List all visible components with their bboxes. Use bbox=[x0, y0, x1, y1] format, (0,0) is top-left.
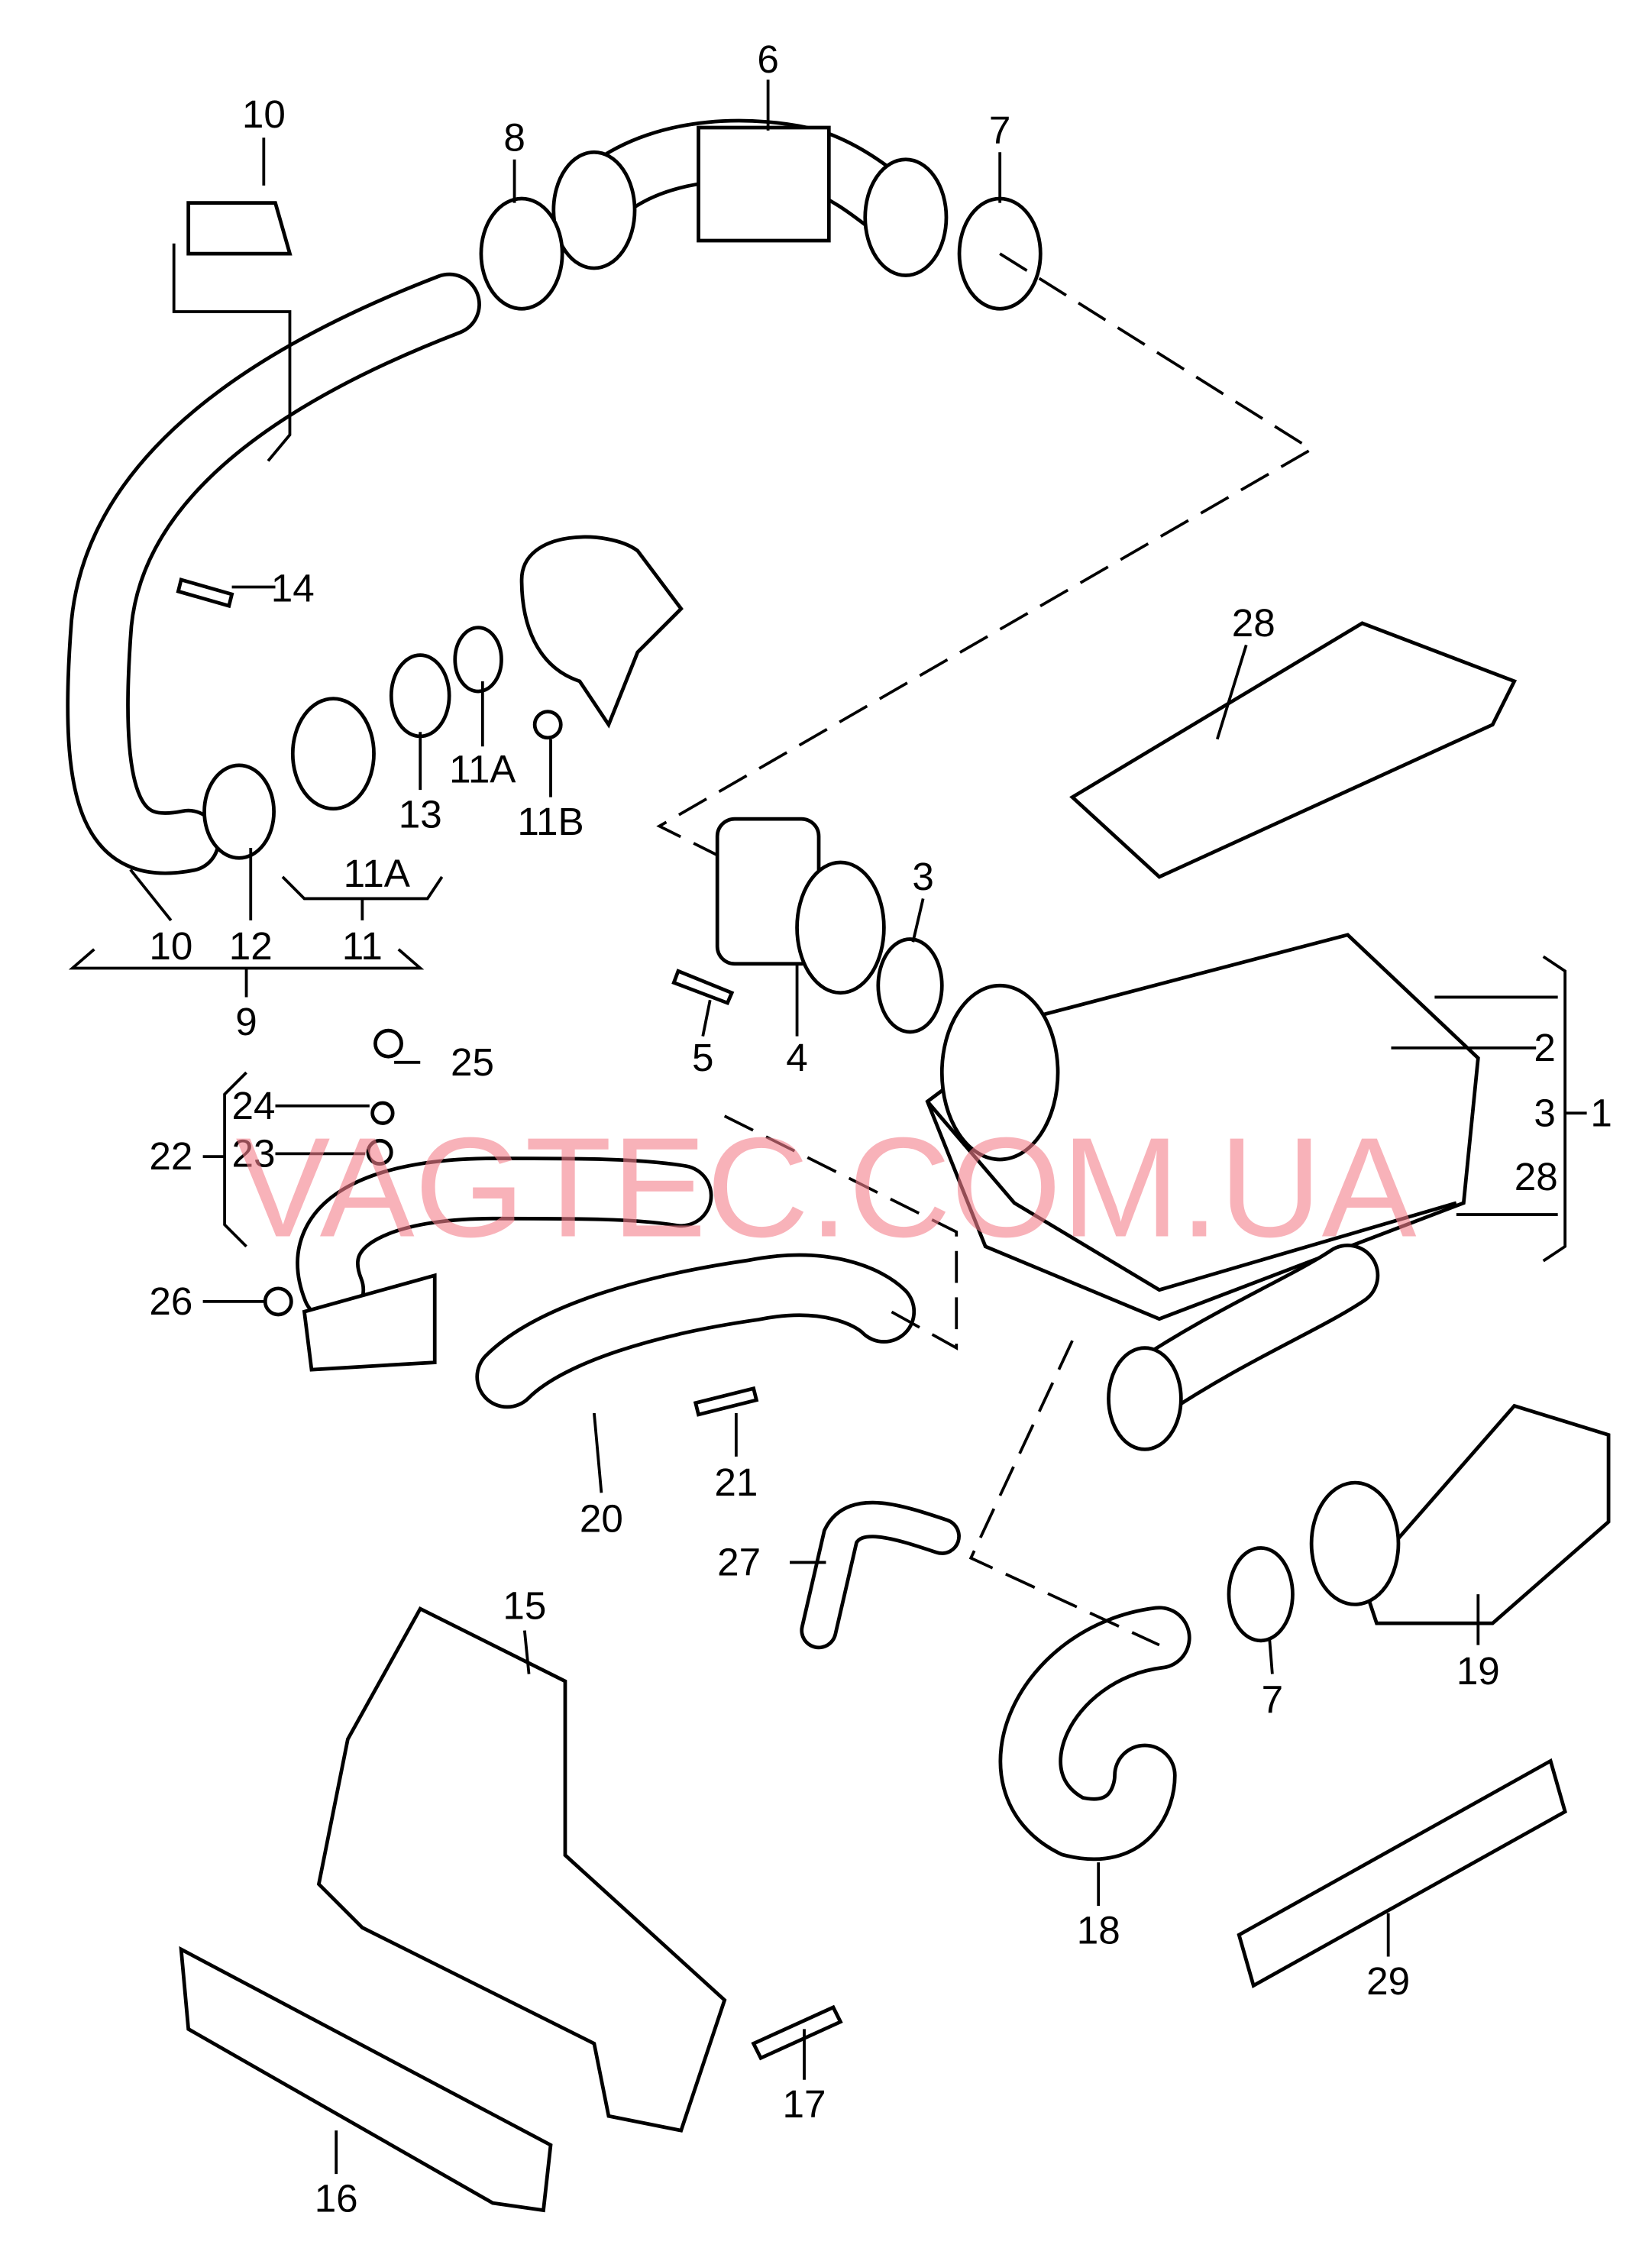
label-1: 1 bbox=[1590, 1091, 1612, 1134]
label-11b: 11B bbox=[517, 800, 584, 843]
clamp-12 bbox=[202, 763, 276, 860]
label-7: 7 bbox=[989, 108, 1011, 152]
label-10b: 10 bbox=[149, 924, 192, 968]
bolt-17 bbox=[751, 2004, 843, 2061]
screw-25 bbox=[373, 1028, 403, 1059]
gasket-29 bbox=[1237, 1758, 1567, 1988]
clamp-7b bbox=[1227, 1546, 1295, 1643]
clamp-13 bbox=[389, 653, 451, 739]
washer-24 bbox=[370, 1101, 395, 1125]
label-27: 27 bbox=[717, 1540, 761, 1583]
label-20: 20 bbox=[580, 1497, 623, 1541]
clamp-8 bbox=[479, 196, 564, 311]
label-28b: 28 bbox=[1515, 1155, 1558, 1198]
label-23: 23 bbox=[232, 1131, 276, 1175]
o-ring-11a bbox=[453, 626, 503, 694]
label-17: 17 bbox=[783, 2082, 826, 2126]
air-duct-inlet bbox=[1309, 1480, 1401, 1606]
label-25: 25 bbox=[451, 1040, 494, 1084]
label-11: 11 bbox=[342, 924, 383, 968]
corrugated-hose-6 bbox=[551, 118, 949, 277]
label-13: 13 bbox=[399, 792, 442, 836]
label-21: 21 bbox=[714, 1460, 758, 1504]
o-ring-3 bbox=[876, 937, 944, 1034]
sensor-10 bbox=[186, 201, 293, 256]
bend-hose-18 bbox=[998, 1606, 1191, 1862]
label-7b: 7 bbox=[1262, 1678, 1284, 1722]
label-16: 16 bbox=[315, 2176, 358, 2220]
label-5: 5 bbox=[692, 1036, 714, 1079]
connector-11a bbox=[290, 697, 376, 811]
air-filter-housing-1 bbox=[925, 933, 1480, 1321]
label-8: 8 bbox=[503, 115, 525, 159]
leader-lines bbox=[68, 79, 1587, 2175]
label-15: 15 bbox=[503, 1583, 546, 1627]
label-29: 29 bbox=[1366, 1959, 1410, 2003]
grommet-23 bbox=[366, 1138, 393, 1166]
label-11a: 11A bbox=[449, 748, 516, 791]
bolt-14 bbox=[176, 577, 234, 609]
intake-manifold-15 bbox=[316, 1606, 727, 2133]
turbo-connector bbox=[519, 535, 684, 729]
label-12: 12 bbox=[229, 924, 273, 968]
label-3: 3 bbox=[912, 855, 934, 898]
label-11a-group: 11A bbox=[344, 852, 411, 895]
label-4: 4 bbox=[786, 1036, 808, 1079]
label-26: 26 bbox=[149, 1279, 192, 1323]
label-10: 10 bbox=[242, 92, 286, 136]
breather-hose-22 bbox=[296, 1156, 713, 1322]
bolt-21 bbox=[693, 1386, 759, 1417]
label-24: 24 bbox=[232, 1084, 276, 1127]
label-28: 28 bbox=[1232, 601, 1275, 645]
watermark: VAGTEC.COM.UA bbox=[235, 1109, 1416, 1267]
pipe-27 bbox=[800, 1500, 961, 1650]
label-2: 2 bbox=[1534, 1026, 1556, 1069]
label-6: 6 bbox=[757, 37, 779, 81]
label-22: 22 bbox=[149, 1134, 192, 1178]
nut-26 bbox=[263, 1286, 293, 1317]
label-18: 18 bbox=[1077, 1908, 1120, 1952]
label-3b: 3 bbox=[1534, 1091, 1556, 1134]
air-duct-19 bbox=[1359, 1403, 1611, 1625]
manifold-gasket-16 bbox=[179, 1946, 553, 2213]
plug-11b bbox=[532, 710, 563, 740]
air-filter-cover-28 bbox=[1069, 621, 1518, 879]
part-labels: 6 8 7 10 14 28 11A 11B 13 12 11A 11 10 9… bbox=[149, 37, 1612, 2221]
label-14: 14 bbox=[271, 566, 315, 610]
air-mass-meter-4 bbox=[715, 817, 886, 995]
hose-20 bbox=[475, 1253, 917, 1409]
upper-air-hose bbox=[66, 272, 481, 875]
bolt-5 bbox=[671, 969, 735, 1006]
intake-hose-lower bbox=[1107, 1243, 1380, 1451]
label-9: 9 bbox=[235, 1000, 257, 1043]
bracket-26 bbox=[302, 1273, 437, 1372]
label-19: 19 bbox=[1456, 1649, 1500, 1693]
